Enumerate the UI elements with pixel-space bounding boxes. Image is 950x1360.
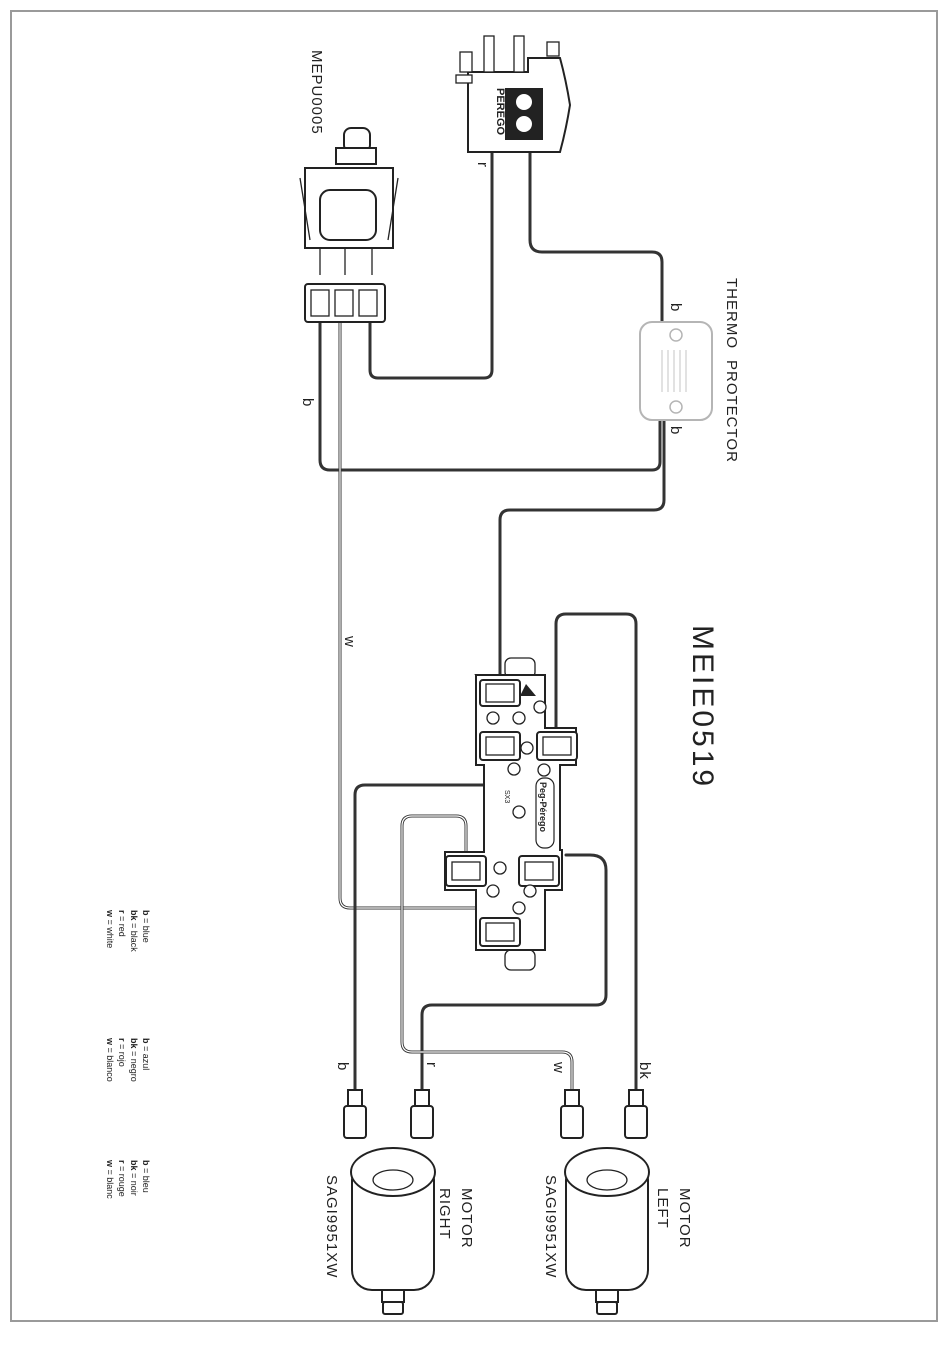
wire-label-b-thermo-top: b — [667, 303, 684, 312]
motor-left-title-line2: LEFT — [654, 1188, 671, 1229]
wire-label-r-top: r — [474, 162, 491, 168]
legend-es-bk: bk = negro — [129, 1038, 139, 1082]
wire-label-bk-left-motor: bk — [636, 1062, 653, 1080]
peg-perego-connector: PEREGO r — [456, 36, 570, 168]
legend-es-r: r = rojo — [117, 1038, 127, 1067]
legend-es-w: w = blanco — [105, 1037, 115, 1082]
legend-english: b = blue bk = black r = red w = white — [105, 909, 151, 952]
legend-en-r: r = red — [117, 910, 127, 937]
motor-right-code: SAGI9951XW — [323, 1175, 340, 1278]
legend-spanish: b = azul bk = negro r = rojo w = blanco — [105, 1037, 151, 1082]
board-brand-label: Peg-Pérego — [538, 782, 548, 833]
wire-black-board-to-left-motor — [556, 614, 636, 1090]
motor-left-code: SAGI9951XW — [542, 1175, 559, 1278]
legend-fr-r: r = rouge — [117, 1160, 127, 1197]
switch-mepu0005: MEPU0005 b — [299, 50, 398, 407]
legend-en-b: b = blue — [141, 910, 151, 943]
wire-blue-thermo-to-board — [500, 420, 664, 690]
thermo-protector: THERMO PROTECTOR b b — [640, 278, 740, 463]
legend-fr-bk: bk = noir — [129, 1160, 139, 1196]
motor-left-title-line1: MOTOR — [676, 1188, 693, 1249]
motor-left: MOTOR LEFT SAGI9951XW — [542, 1148, 693, 1314]
terminal-right-r — [411, 1090, 433, 1138]
legend-french: b = bleu bk = noir r = rouge w = blanc — [105, 1159, 151, 1199]
thermo-label-line2: PROTECTOR — [723, 360, 740, 463]
wire-blue-connector-to-thermo — [530, 150, 662, 325]
motor-terminals — [344, 1090, 647, 1138]
wire-label-b-thermo-bottom: b — [667, 426, 684, 435]
terminal-right-b — [344, 1090, 366, 1138]
board-code-label: SX3 — [503, 790, 510, 803]
legend-es-b: b = azul — [141, 1038, 151, 1070]
terminal-left-bk — [625, 1090, 647, 1138]
wire-label-w-left-motor: w — [550, 1061, 567, 1074]
legend-en-w: w = white — [105, 909, 115, 948]
wire-label-b-right-motor: b — [334, 1062, 351, 1071]
wire-blue-board-to-right-motor — [355, 745, 494, 1090]
model-title: MEIE0519 — [686, 625, 719, 789]
legend-fr-w: w = blanc — [105, 1159, 115, 1199]
motor-right-title-line2: RIGHT — [436, 1188, 453, 1240]
legend-fr-b: b = bleu — [141, 1160, 151, 1193]
wire-label-w-switch: w — [341, 635, 358, 648]
legend-en-bk: bk = black — [129, 910, 139, 952]
motor-right-title-line1: MOTOR — [458, 1188, 475, 1249]
switch-code-label: MEPU0005 — [308, 50, 325, 135]
motor-right: MOTOR RIGHT SAGI9951XW — [323, 1148, 475, 1314]
thermo-label-line1: THERMO — [723, 278, 740, 349]
brand-label: PEREGO — [494, 88, 506, 136]
terminal-left-w — [561, 1090, 583, 1138]
wire-label-r-right-motor: r — [423, 1062, 440, 1068]
wire-label-b-switch: b — [299, 398, 316, 407]
